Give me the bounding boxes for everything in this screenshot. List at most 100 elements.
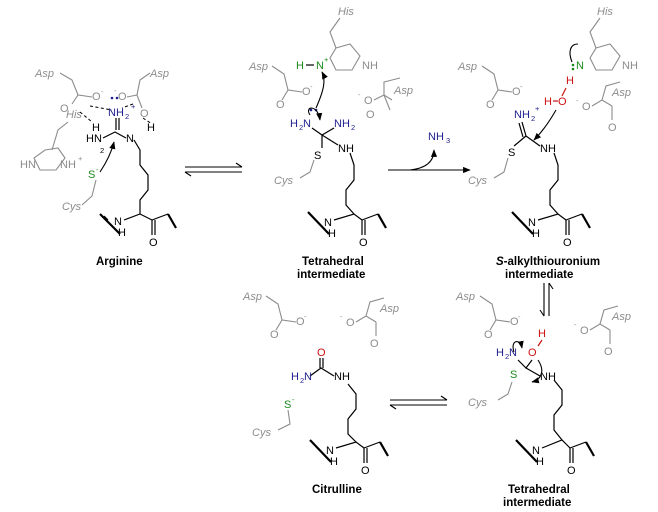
- asp-label: Asp: [242, 291, 262, 303]
- svg-text:O: O: [558, 96, 567, 108]
- his-label: His: [66, 109, 82, 121]
- panel-citrulline: Asp O O - O - Asp O O H 2 N NH S: [242, 291, 399, 496]
- sulfur-label: S: [88, 169, 95, 181]
- nh-label: NH: [334, 371, 350, 383]
- caption-tetra1-line1: Tetrahedral: [302, 256, 364, 268]
- asp-label: Asp: [248, 61, 268, 73]
- backbone-h: H: [330, 456, 338, 468]
- asp-residue-5a: Asp O O -: [242, 291, 307, 341]
- svg-text:H: H: [290, 118, 298, 130]
- svg-text:-: -: [574, 320, 577, 329]
- svg-text:-: -: [96, 165, 99, 174]
- svg-text:H: H: [496, 347, 504, 359]
- svg-text:S: S: [314, 150, 321, 162]
- svg-text:+: +: [535, 104, 540, 113]
- svg-text:S: S: [284, 399, 291, 411]
- svg-text:O: O: [276, 99, 285, 111]
- svg-text:H: H: [544, 96, 552, 108]
- svg-text:-: -: [576, 96, 579, 105]
- tetrahedral-carbon-2: H O H 2 N S NH Cys: [468, 328, 556, 409]
- backbone-o: O: [361, 465, 370, 477]
- asp-label: Asp: [34, 68, 54, 80]
- svg-text:2: 2: [531, 114, 535, 123]
- svg-text:-: -: [520, 82, 523, 91]
- sidechain-backbone-3: N H O: [511, 152, 591, 249]
- backbone-n: N: [324, 217, 332, 229]
- cys-residue-citrulline: S - Cys: [252, 395, 295, 439]
- svg-text:O: O: [364, 95, 373, 107]
- svg-text:-: -: [310, 82, 313, 91]
- svg-text:+: +: [131, 102, 136, 111]
- svg-text:S: S: [510, 369, 517, 381]
- cys-residue-left: Cys S -: [62, 141, 116, 213]
- tetrahedral-carbon-1: H 2 N NH 2 S NH Cys: [274, 71, 355, 187]
- svg-text:N: N: [304, 371, 312, 383]
- arginine-sidechain-backbone: N H O: [99, 139, 177, 249]
- guanidinium-group: NH 2 + HN N H H 2: [79, 96, 155, 155]
- svg-text:O: O: [60, 103, 69, 115]
- backbone-n: N: [528, 217, 536, 229]
- his-residue-top: His H N + NH: [296, 6, 378, 72]
- urea-group: O H 2 N NH: [291, 347, 350, 385]
- svg-text:-: -: [114, 86, 117, 95]
- asp-label-2: Asp: [149, 68, 169, 80]
- ammonia-release-arrow: NH 3: [388, 131, 471, 174]
- backbone-n: N: [532, 445, 540, 457]
- svg-text:N: N: [126, 133, 134, 145]
- svg-text:2: 2: [125, 112, 129, 121]
- svg-text:-: -: [518, 312, 521, 321]
- svg-text:H: H: [566, 75, 574, 87]
- svg-text:O: O: [582, 101, 591, 113]
- his-residue-left: His HN NH +: [20, 109, 83, 171]
- svg-text:N: N: [576, 60, 584, 72]
- svg-text:-: -: [292, 395, 295, 404]
- svg-text:+: +: [78, 154, 83, 163]
- his-residue-top-right: His N NH: [569, 6, 638, 72]
- ammonia-label: NH: [428, 131, 444, 143]
- caption-salkyl-text: -alkylthiouronium: [504, 256, 600, 268]
- svg-text:2: 2: [299, 123, 303, 132]
- caption-tetra2-line1: Tetrahedral: [508, 484, 570, 496]
- asp-label-2: Asp: [393, 85, 413, 97]
- svg-text:H: H: [291, 371, 299, 383]
- backbone-h: H: [118, 227, 126, 239]
- asp-residue-4b: O - Asp O: [574, 305, 631, 358]
- svg-text:N: N: [316, 60, 324, 72]
- asp-label: Asp: [457, 61, 477, 73]
- svg-text:-: -: [101, 87, 104, 96]
- nh-label: NH: [540, 143, 556, 155]
- svg-text:2: 2: [300, 376, 304, 385]
- svg-text:S: S: [508, 147, 515, 159]
- asp-residue-left: Asp O O -: [34, 68, 104, 115]
- panel-tetrahedral-1: His H N + NH Asp O O - O - Asp O H: [248, 6, 413, 281]
- svg-text:NH: NH: [362, 60, 378, 72]
- caption-tetra2-line2: intermediate: [503, 497, 571, 509]
- asp-residue-2b: O - Asp O: [358, 77, 413, 121]
- equilibrium-arrow-bottom: [389, 395, 448, 410]
- asp-residue-right: Asp O - O: [114, 68, 169, 120]
- panel-s-alkylthiouronium: His N NH H H O Asp O O - O -: [457, 6, 638, 281]
- svg-text:O: O: [528, 347, 537, 359]
- svg-text:O: O: [140, 108, 149, 120]
- svg-text:O: O: [302, 86, 311, 98]
- asp-label-2: Asp: [611, 87, 631, 99]
- svg-text:O: O: [118, 91, 127, 103]
- svg-text:O: O: [604, 346, 613, 358]
- svg-text:-: -: [340, 312, 343, 321]
- asp-label: Asp: [455, 291, 475, 303]
- equilibrium-arrow-vertical: [539, 282, 554, 317]
- svg-text:O: O: [296, 316, 305, 328]
- caption-tetra1-line2: intermediate: [297, 269, 365, 281]
- caption-citrulline: Citrulline: [312, 484, 362, 496]
- panel-arginine: His HN NH + Asp O O - Asp O - O NH: [20, 68, 177, 268]
- svg-text:O: O: [270, 329, 279, 341]
- svg-text:N: N: [303, 118, 311, 130]
- svg-text:O: O: [366, 109, 375, 121]
- backbone-o: O: [149, 237, 158, 249]
- backbone-n: N: [326, 445, 334, 457]
- svg-text:O: O: [92, 91, 101, 103]
- equilibrium-arrow-1: [184, 162, 243, 177]
- svg-text:NH: NH: [108, 107, 124, 119]
- caption-salkyl-line2: intermediate: [505, 269, 573, 281]
